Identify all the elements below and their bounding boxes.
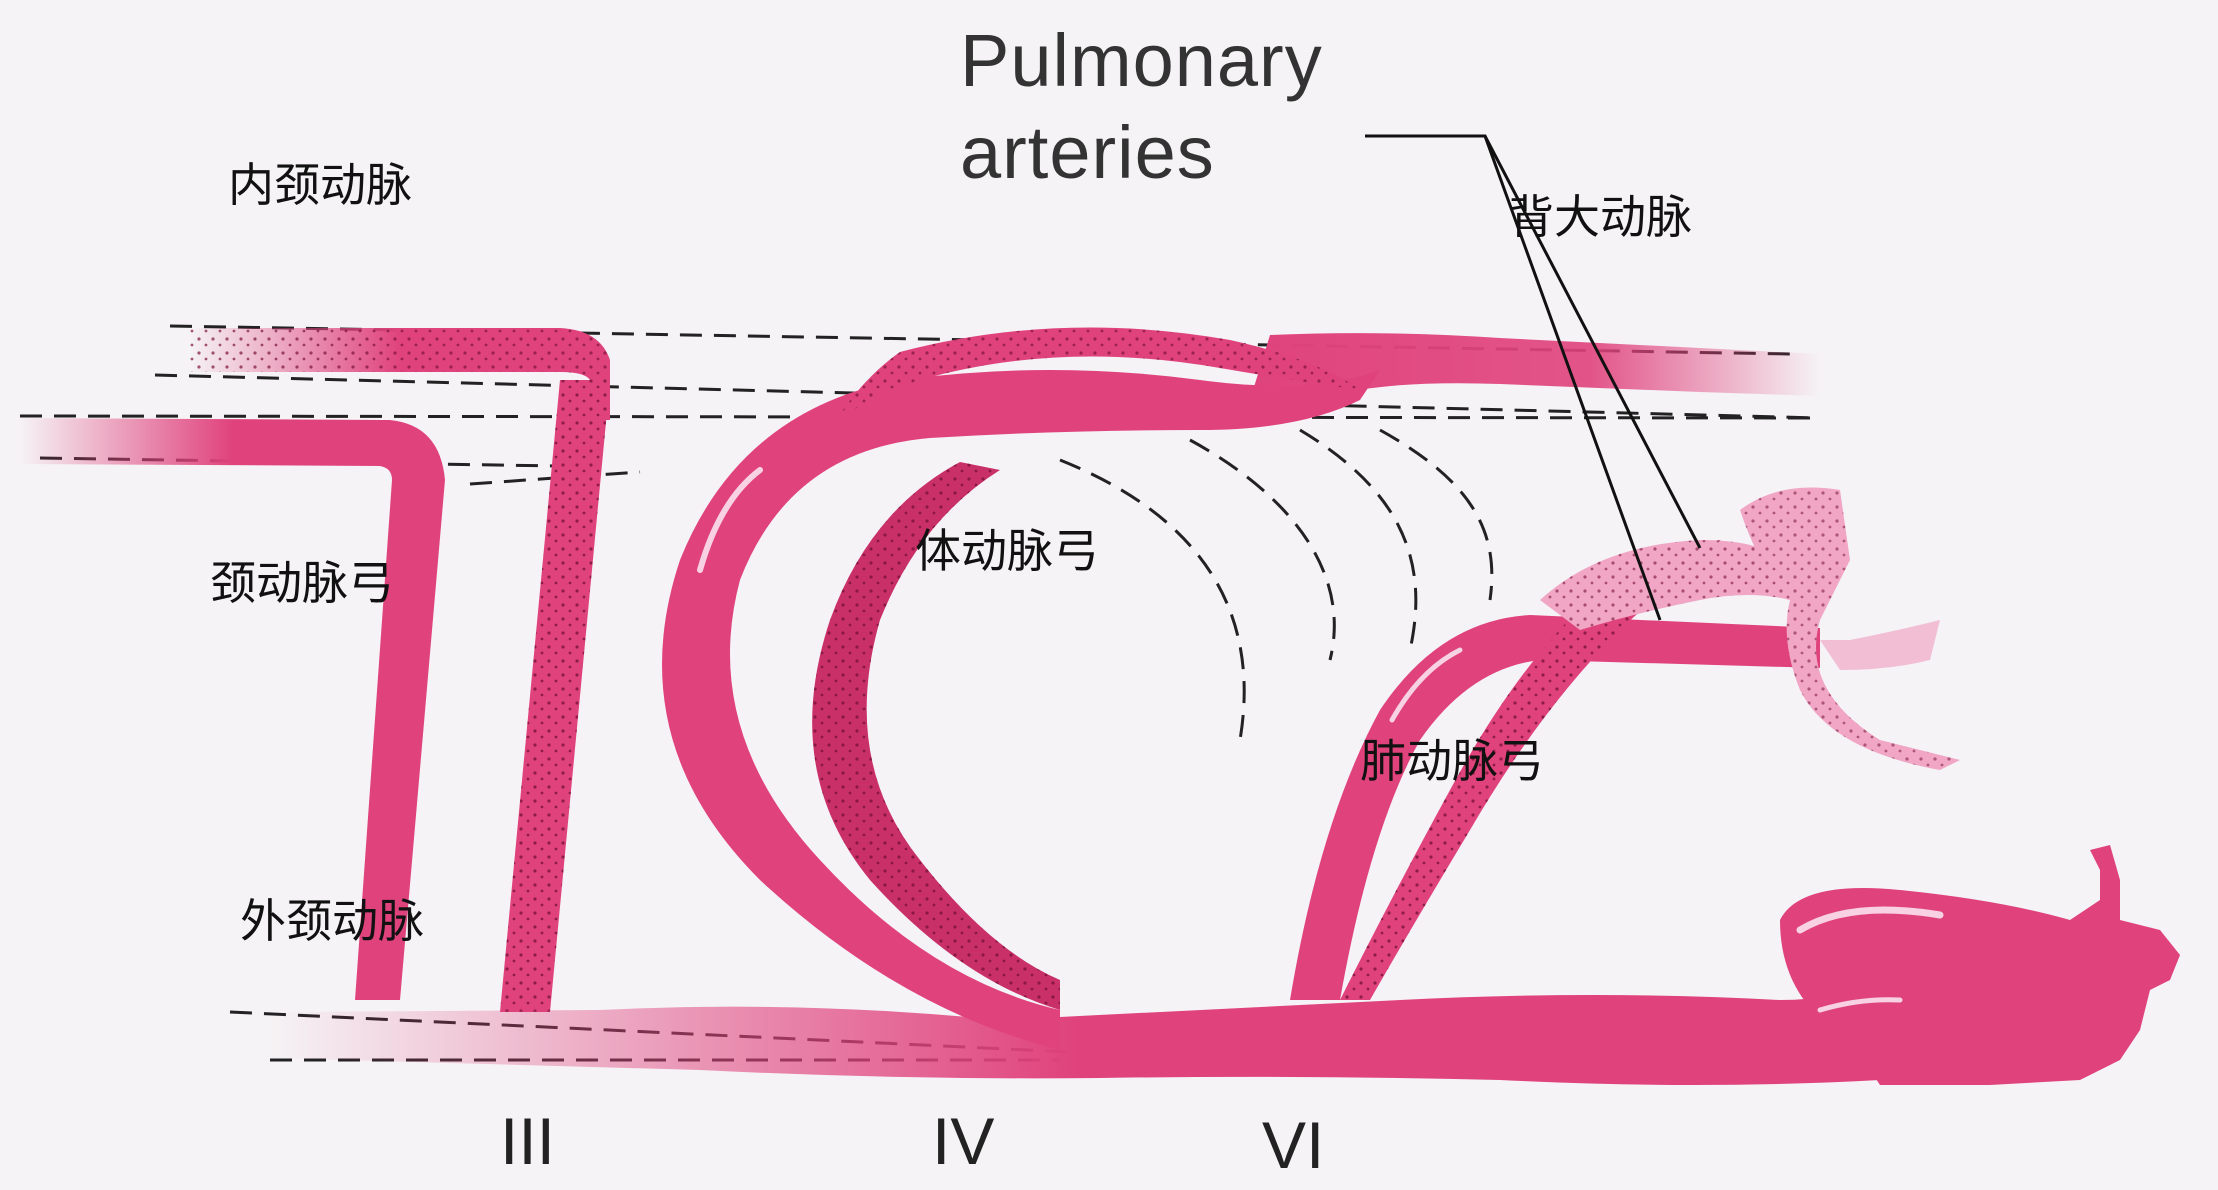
label-pulmonary-arteries-line1: Pulmonary [960, 19, 1323, 102]
label-internal-carotid: 内颈动脉 [228, 158, 412, 212]
label-systemic-arch: 体动脉弓 [915, 524, 1099, 578]
label-arch-vi: VI [1262, 1108, 1325, 1182]
label-dorsal-aorta: 背大动脉 [1508, 190, 1692, 244]
label-arch-iv: IV [932, 1104, 995, 1178]
pulmonary-artery-branch [1540, 487, 1960, 770]
pulmonary-leader-lines [1365, 134, 1702, 621]
label-pulmonary-arch: 肺动脉弓 [1360, 734, 1544, 788]
dorsal-aorta-vessel [190, 328, 1820, 420]
arch-iv-vessel [662, 327, 1380, 1050]
arch-iii-vessel [500, 380, 610, 1012]
label-pulmonary-arteries-line2: arteries [960, 111, 1215, 194]
label-carotid-arch: 颈动脉弓 [210, 556, 394, 610]
ventral-aorta-vessel [270, 845, 2180, 1085]
label-arch-iii: III [500, 1104, 556, 1178]
arch-vi-vessel [1290, 540, 1820, 1000]
label-external-carotid: 外颈动脉 [240, 894, 424, 948]
external-carotid-upper [20, 418, 445, 1000]
